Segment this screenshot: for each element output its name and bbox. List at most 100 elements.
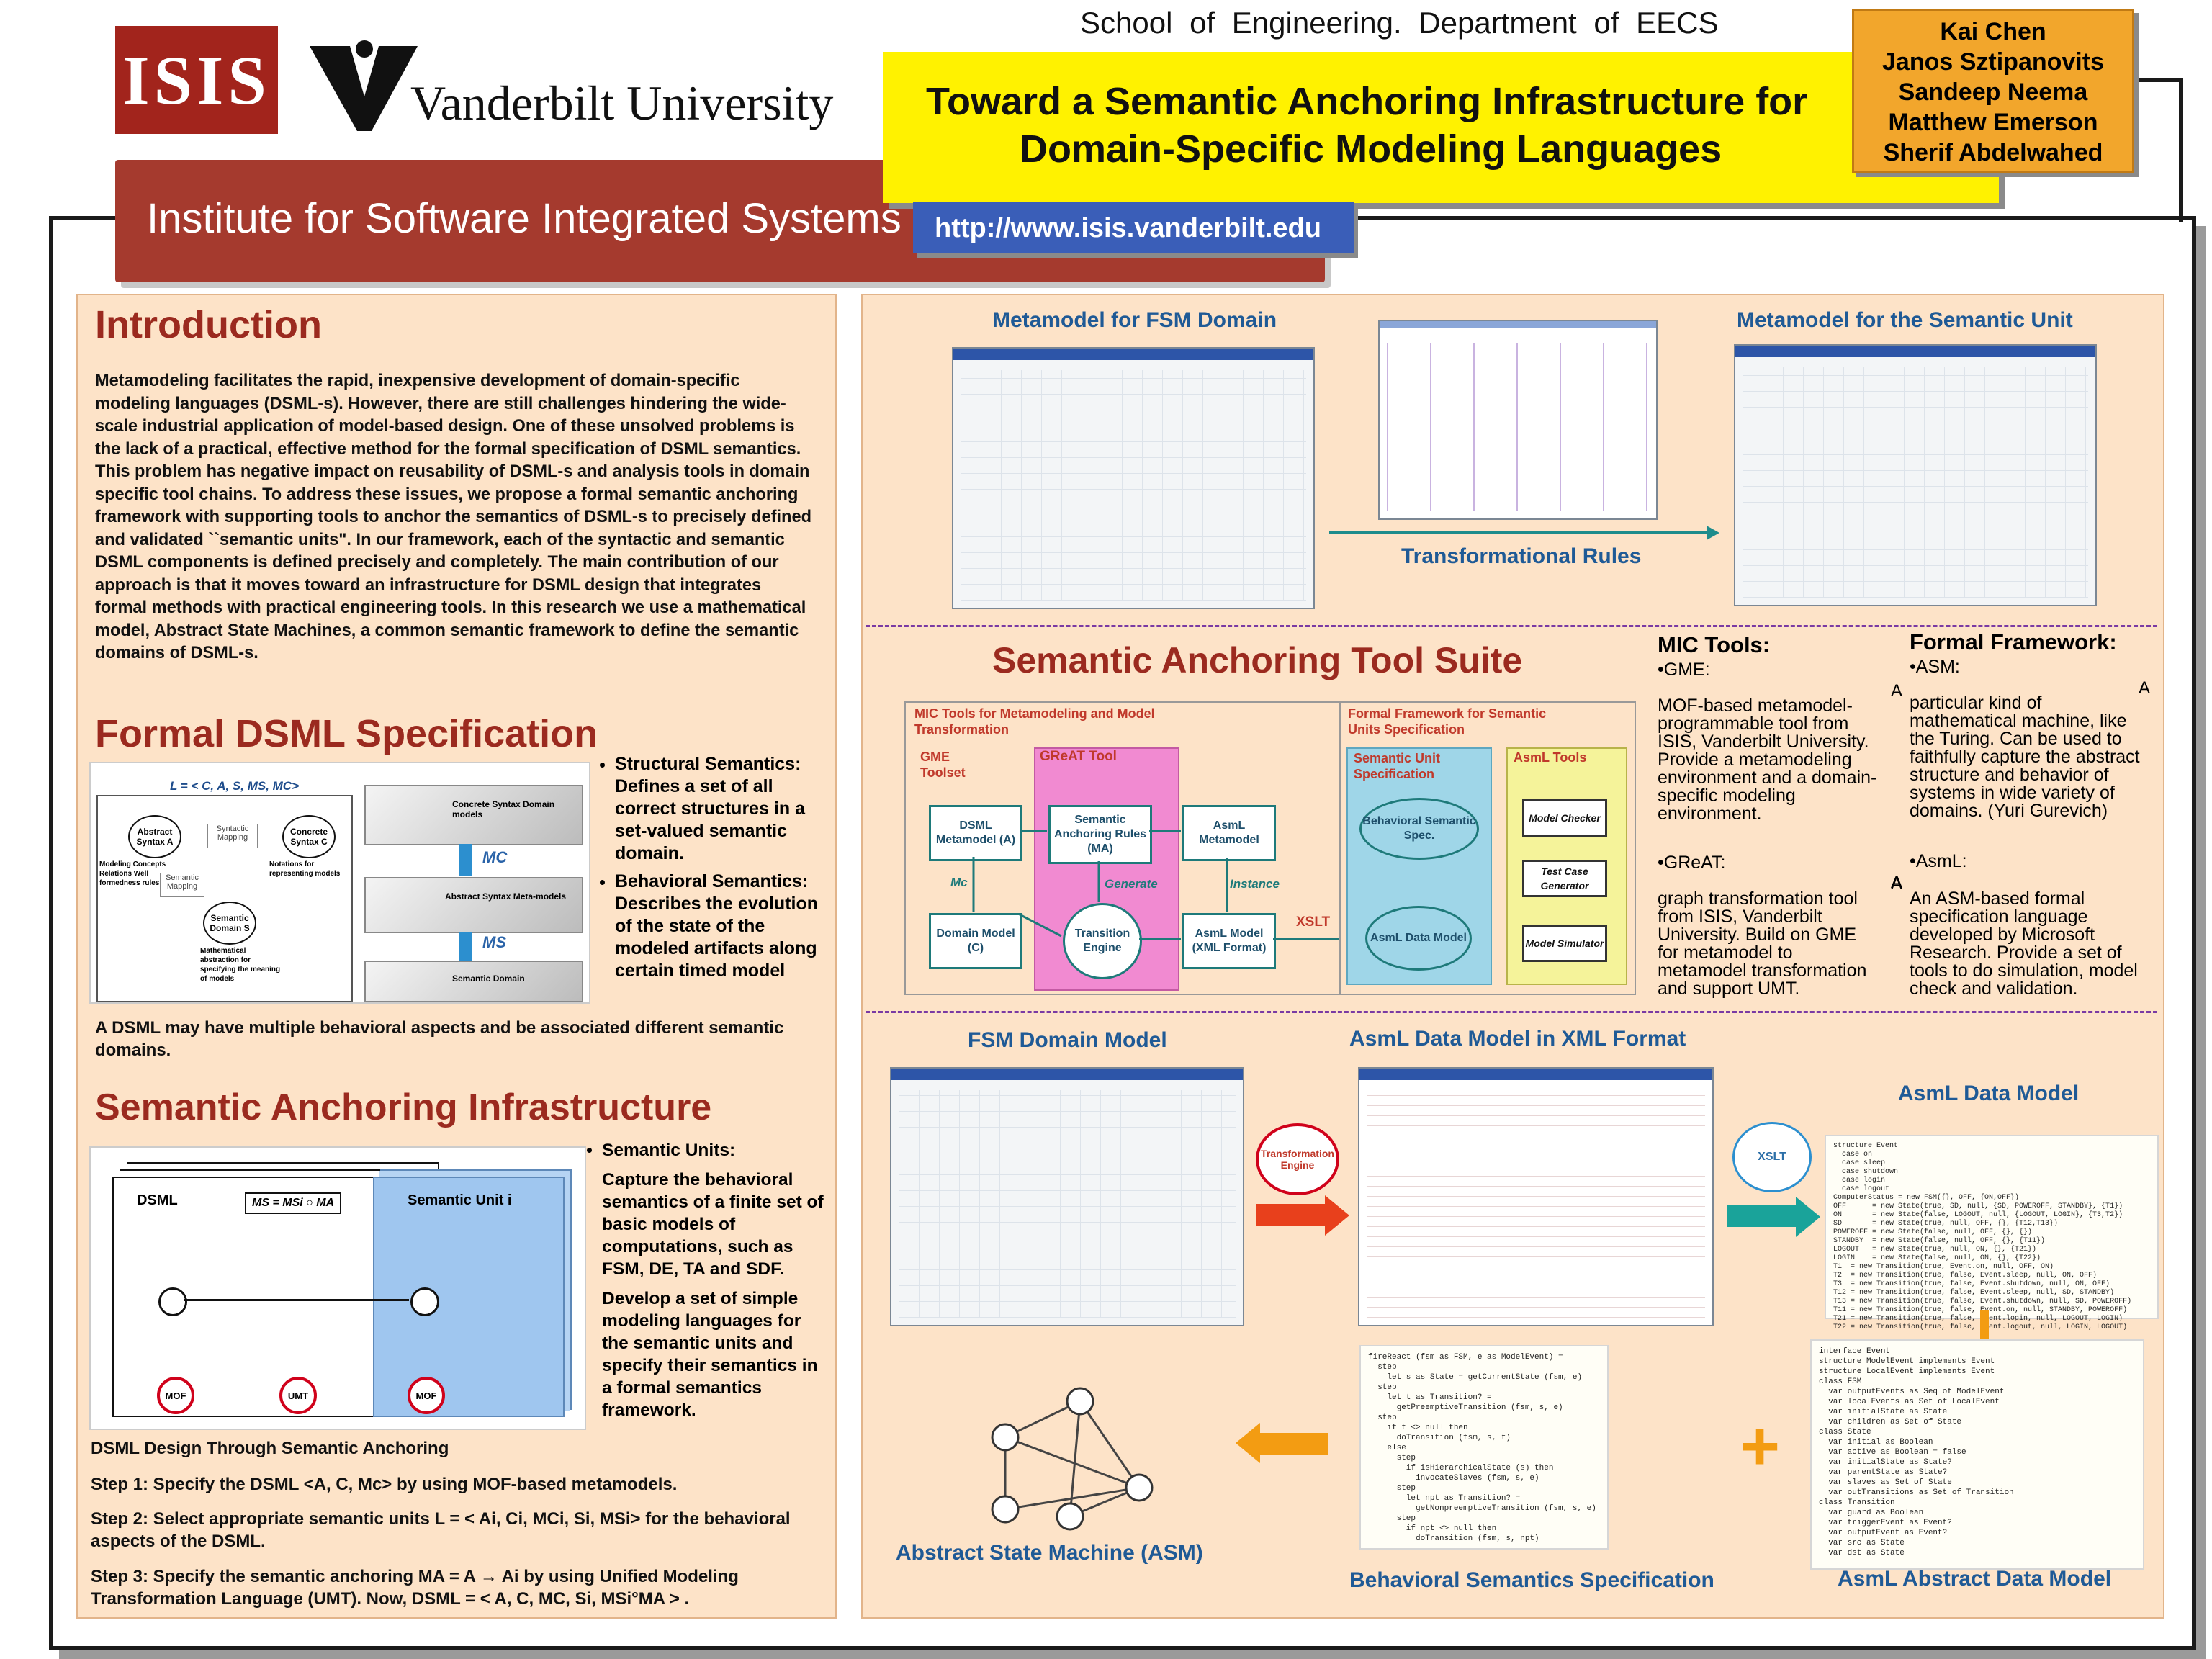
author-name: Janos Sztipanovits <box>1882 48 2104 76</box>
author-name: Matthew Emerson <box>1888 109 2098 136</box>
abstract-syntax-layer: Abstract Syntax Meta-models <box>364 877 583 933</box>
red-arrow <box>1256 1204 1328 1226</box>
mc-arrow <box>459 844 472 876</box>
transformation-engine-label: Transformation Engine <box>1261 1148 1334 1171</box>
fsm-metamodel-title: Metamodel for FSM Domain <box>992 308 1277 332</box>
authors-box: Kai Chen Janos Sztipanovits Sandeep Neem… <box>1852 9 2134 173</box>
xslt-edge-label: XSLT <box>1296 914 1331 930</box>
formal-footer: A DSML may have multiple behavioral aspe… <box>95 1018 784 1060</box>
isis-logo-text: ISIS <box>122 41 271 119</box>
vanderbilt-v-icon <box>310 40 418 131</box>
transformational-rules-title: Transformational Rules <box>1401 544 1642 568</box>
orange-connector <box>1980 1310 1989 1344</box>
author-name: Sherif Abdelwahed <box>1883 139 2103 166</box>
fsm-metamodel-screenshot <box>952 347 1315 609</box>
formal-framework-title: Formal Framework: <box>1910 629 2117 655</box>
semantic-units-text1: Capture the behavioral semantics of a fi… <box>602 1170 824 1279</box>
formal-bullets: Structural Semantics: Defines a set of a… <box>598 753 825 982</box>
abstract-data-model-title: AsmL Abstract Data Model <box>1838 1567 2112 1591</box>
formal-fw-box-title: Formal Framework for Semantic Units Spec… <box>1348 706 1547 737</box>
asml-data-node: AsmL Data Model <box>1365 906 1472 971</box>
a-node <box>158 1287 187 1316</box>
structural-bullet: Structural Semantics: Defines a set of a… <box>615 753 825 865</box>
xml-model-title: AsmL Data Model in XML Format <box>1349 1027 1686 1051</box>
asm-graph-icon <box>991 1387 1154 1531</box>
mof-node-right: MOF <box>408 1377 445 1414</box>
infra-bullets: Semantic Units: Capture the behavioral s… <box>585 1139 827 1421</box>
mic-tools-box-title: MIC Tools for Metamodeling and Model Tra… <box>914 706 1155 737</box>
model-simulator-box: Model Simulator <box>1522 925 1607 962</box>
semantic-mapping-label: Semantic Mapping <box>160 873 204 897</box>
infra-diagram: DSML MS = MSi ○ MA Semantic Unit i MOF U… <box>89 1146 586 1430</box>
xslt-node: XSLT <box>1732 1122 1812 1192</box>
poster-title-line2: Domain-Specific Modeling Languages <box>1020 127 1722 171</box>
url-banner[interactable]: http://www.isis.vanderbilt.edu <box>913 202 1354 253</box>
author-name: Sandeep Neema <box>1898 78 2088 106</box>
abstract-syntax-label: Abstract Syntax Meta-models <box>445 891 567 902</box>
formal-title: Formal DSML Specification <box>95 712 598 755</box>
behavioral-spec-code: fireReact (fsm as FSM, e as ModelEvent) … <box>1359 1345 1609 1550</box>
su-spec-label: Semantic Unit Specification <box>1354 751 1441 781</box>
asm-title: Abstract State Machine (ASM) <box>896 1541 1203 1565</box>
mc-edge-label: Mc <box>950 876 968 889</box>
transformation-rules-screenshot <box>1378 320 1658 520</box>
toolsuite-title: Semantic Anchoring Tool Suite <box>992 640 1523 680</box>
semantic-unit-label: Semantic Unit i <box>408 1192 512 1208</box>
abstract-data-model-code: interface Event structure ModelEvent imp… <box>1810 1339 2144 1570</box>
su-metamodel-title: Metamodel for the Semantic Unit <box>1737 308 2073 332</box>
asml-data-model-title: AsmL Data Model <box>1898 1082 2080 1105</box>
mc-label: MC <box>482 848 508 866</box>
orange-left-arrow <box>1259 1433 1328 1455</box>
design-step2: Step 2: Select appropriate semantic unit… <box>91 1509 791 1551</box>
asml-description: An ASM-based formal specification langua… <box>1910 889 2138 999</box>
semantic-domain-label: Semantic Domain <box>452 974 525 984</box>
modeling-concepts-note: Modeling Concepts Relations Well formedn… <box>99 860 166 887</box>
asml-model-box: AsmL Model (XML Format) <box>1182 913 1276 969</box>
ff-a-mark: A <box>2139 678 2151 698</box>
orange-left-arrow-head <box>1236 1423 1260 1463</box>
teal-arrow <box>1727 1205 1799 1227</box>
author-name: Kai Chen <box>1940 18 2046 45</box>
behavioral-spec-title: Behavioral Semantics Specification <box>1349 1568 1714 1592</box>
behavioral-text: Describes the evolution of the state of … <box>615 894 819 981</box>
mic-a-mark: A <box>1891 681 1903 701</box>
domain-model-box: Domain Model (C) <box>929 913 1022 969</box>
infra-title: Semantic Anchoring Infrastructure <box>95 1087 712 1128</box>
gme-description: MOF-based metamodel-programmable tool fr… <box>1658 696 1877 824</box>
vanderbilt-logo: Vanderbilt University <box>310 39 857 132</box>
transition-engine-node: Transition Engine <box>1063 903 1142 979</box>
transformation-arrow <box>1329 531 1711 534</box>
teal-arrow-head <box>1796 1197 1820 1237</box>
great-tool-label: GReAT Tool <box>1040 749 1117 764</box>
fsm-domain-model-screenshot <box>890 1067 1244 1326</box>
great-label: •GReAT: <box>1658 853 1726 873</box>
ma-arrow <box>184 1299 409 1301</box>
url-link[interactable]: http://www.isis.vanderbilt.edu <box>935 213 1321 243</box>
structural-title: Structural Semantics: <box>615 754 801 774</box>
semantic-unit-stack <box>373 1177 565 1417</box>
dsml-diagram: L = < C, A, S, MS, MC> Abstract Syntax A… <box>89 762 590 1004</box>
title-banner: Toward a Semantic Anchoring Infrastructu… <box>883 52 1999 203</box>
vanderbilt-name: Vanderbilt University <box>410 76 834 130</box>
test-case-generator-box: Test Case Generator <box>1522 860 1607 897</box>
syntax-panel <box>96 795 353 1002</box>
xslt-label: XSLT <box>1758 1151 1786 1163</box>
behavioral-bullet: Behavioral Semantics: Describes the evol… <box>615 871 825 982</box>
su-metamodel-screenshot <box>1734 344 2097 606</box>
school-line: School of Engineering. Department of EEC… <box>1080 6 1719 40</box>
poster-title-line1: Toward a Semantic Anchoring Infrastructu… <box>926 80 1808 123</box>
frame-corner-side <box>2179 78 2183 222</box>
mathematical-note: Mathematical abstraction for specifying … <box>200 947 281 983</box>
ms-arrow <box>459 932 472 961</box>
institute-banner: Institute for Software Integrated System… <box>115 160 1325 282</box>
abstract-syntax-node: Abstract Syntax A <box>128 815 181 858</box>
instance-edge-label: Instance <box>1230 877 1280 891</box>
asml-label: •AsmL: <box>1910 851 1967 871</box>
design-title: DSML Design Through Semantic Anchoring <box>91 1439 449 1458</box>
generate-edge-label: Generate <box>1105 877 1158 891</box>
behavioral-spec-node: Behavioral Semantic Spec. <box>1359 798 1479 860</box>
asml-tools-label: AsmL Tools <box>1514 750 1587 765</box>
institute-name: Institute for Software Integrated System… <box>147 195 902 242</box>
semantic-domain-node: Semantic Domain S <box>203 902 256 945</box>
syntactic-mapping-label: Syntactic Mapping <box>207 824 258 848</box>
